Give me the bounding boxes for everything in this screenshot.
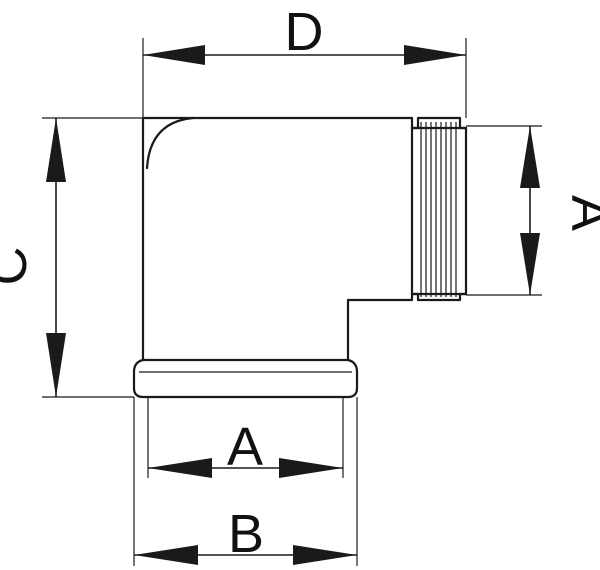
elbow-body — [141, 116, 414, 362]
dim-b-arrow-left — [134, 545, 198, 565]
bottom-collar — [132, 358, 359, 399]
thread-lines — [420, 122, 457, 297]
dim-d-arrow-right — [404, 45, 466, 65]
bottom-collar-outline — [132, 358, 359, 399]
elbow-inner-bend — [145, 116, 195, 170]
dim-a-side-arrow-top — [520, 126, 540, 188]
elbow-body-outline — [141, 116, 414, 362]
dim-d-arrow-left — [143, 45, 205, 65]
thread-profile — [410, 116, 468, 130]
dim-b-arrow-right — [293, 545, 357, 565]
dimension-a-side: A — [466, 125, 600, 296]
dim-a-bottom-label: A — [227, 417, 263, 477]
dim-a-side-arrow-bottom — [520, 233, 540, 295]
dimension-c: C — [0, 117, 143, 398]
dim-b-label: B — [228, 504, 264, 564]
dimension-b: B — [133, 397, 358, 566]
dim-c-label: C — [0, 247, 38, 286]
dim-c-arrow-top — [46, 118, 66, 182]
dim-c-arrow-bottom — [46, 333, 66, 397]
dim-a-bottom-arrow-left — [148, 458, 212, 478]
thread-outline — [410, 126, 468, 296]
thread-profile-bottom — [410, 292, 468, 302]
dimension-d: D — [142, 2, 467, 118]
right-thread — [410, 116, 468, 302]
dim-a-side-label: A — [560, 195, 600, 231]
dim-a-bottom-arrow-right — [279, 458, 343, 478]
dim-d-label: D — [285, 2, 324, 62]
dimension-a-bottom: A — [147, 397, 344, 478]
